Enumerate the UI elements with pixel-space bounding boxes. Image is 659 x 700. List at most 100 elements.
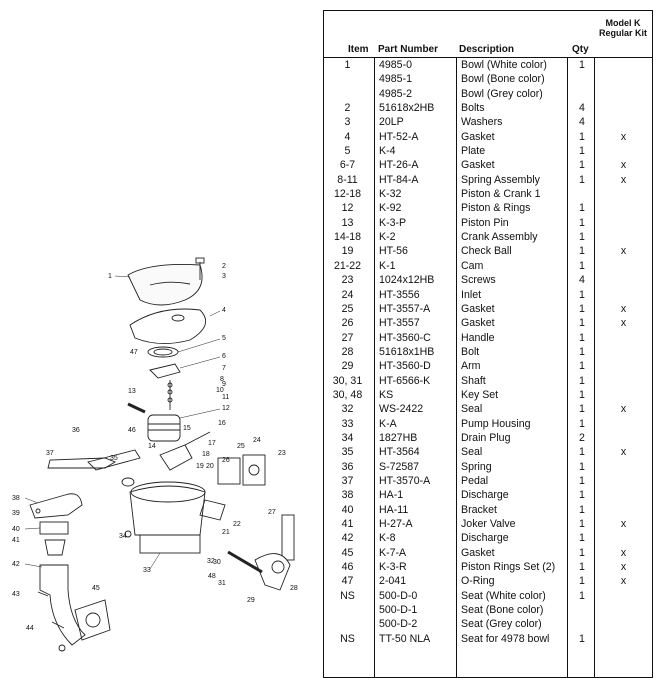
cell-qty: 1 xyxy=(579,546,585,559)
cell-item: 12 xyxy=(341,202,354,215)
cell-qty: 1 xyxy=(579,388,585,401)
cell-part-number: S-72587 xyxy=(379,460,420,473)
cell-part-number: KS xyxy=(379,388,394,401)
cell-qty: 1 xyxy=(579,589,585,602)
cell-part-number: 4985-2 xyxy=(379,87,412,100)
callout-43: 43 xyxy=(12,591,20,598)
cell-kit: x xyxy=(620,130,627,143)
callout-17: 17 xyxy=(208,440,216,447)
cell-item: 28 xyxy=(341,345,354,358)
cell-part-number: 1024x12HB xyxy=(379,274,435,287)
cell-part-number: HT-3557-A xyxy=(379,302,431,315)
cell-part-number: TT-50 NLA xyxy=(379,632,431,645)
cell-part-number: K-4 xyxy=(379,145,396,158)
cell-description: Arm xyxy=(461,360,481,373)
exploded-parts-diagram: 1 2 3 4 5 47 6 7 8 9 10 11 12 13 46 14 1… xyxy=(12,257,298,652)
cell-description: Piston Rings Set (2) xyxy=(461,561,556,574)
cell-description: Check Ball xyxy=(461,245,512,258)
cell-part-number: HA-1 xyxy=(379,489,404,502)
cell-item: 1 xyxy=(344,59,351,71)
cell-qty: 1 xyxy=(579,159,585,172)
cell-description: Gasket xyxy=(461,130,495,143)
cell-description: Pedal xyxy=(461,474,489,487)
callout-1: 1 xyxy=(108,273,112,280)
cell-part-number: 4985-0 xyxy=(379,59,412,71)
cell-part-number: K-1 xyxy=(379,259,396,272)
cell-description: Gasket xyxy=(461,546,495,559)
cell-description: Screws xyxy=(461,274,496,287)
cell-qty: 1 xyxy=(579,460,585,473)
cell-item: 13 xyxy=(341,216,354,229)
cell-kit: x xyxy=(620,159,627,172)
cell-part-number: H-27-A xyxy=(379,518,413,530)
cell-part-number: HT-6566-K xyxy=(379,374,431,387)
cell-part-number: K-32 xyxy=(379,188,402,201)
callout-5: 5 xyxy=(222,335,226,342)
cell-description: Drain Plug xyxy=(461,431,511,444)
cell-item: 36 xyxy=(341,460,354,473)
cell-item: NS xyxy=(340,632,355,645)
cell-part-number: HT-84-A xyxy=(379,173,419,186)
callout-40: 40 xyxy=(12,526,20,533)
cell-qty: 2 xyxy=(579,431,585,444)
cell-kit: x xyxy=(620,518,627,530)
callout-31: 31 xyxy=(218,580,226,587)
callout-44: 44 xyxy=(26,625,34,632)
cell-part-number: K-92 xyxy=(379,202,402,215)
cell-part-number: HA-11 xyxy=(379,503,409,516)
cell-item: 29 xyxy=(341,360,354,373)
cell-qty: 1 xyxy=(579,202,585,215)
cell-qty: 1 xyxy=(579,446,585,459)
cell-description: Joker Valve xyxy=(461,518,516,530)
cell-description: Piston Pin xyxy=(461,216,509,229)
cell-part-number: K-3-R xyxy=(379,561,407,574)
cell-description: Piston & Rings xyxy=(461,202,531,215)
cell-description: Seat (Grey color) xyxy=(461,618,542,631)
callout-3: 3 xyxy=(222,273,226,280)
cell-item: 26 xyxy=(341,317,354,330)
cell-item: 32 xyxy=(341,403,354,416)
cell-qty: 4 xyxy=(579,274,585,287)
cell-qty: 1 xyxy=(579,503,585,516)
cell-part-number: HT-3557 xyxy=(379,317,420,330)
header-part-number: Part Number xyxy=(378,44,439,55)
callout-48: 48 xyxy=(208,573,216,580)
cell-qty: 1 xyxy=(579,374,585,387)
callout-37: 37 xyxy=(46,450,54,457)
cell-description: Handle xyxy=(461,331,495,344)
cell-description: Seat (White color) xyxy=(461,589,546,602)
cell-description: Discharge xyxy=(461,532,509,545)
cell-kit: x xyxy=(620,317,627,330)
cell-part-number: HT-3560-D xyxy=(379,360,431,373)
cell-qty: 1 xyxy=(579,417,585,430)
diagram-callouts: 1 2 3 4 5 47 6 7 8 9 10 11 12 13 46 14 1… xyxy=(12,263,298,632)
header-kit: Model K Regular Kit xyxy=(598,18,647,38)
cell-qty: 1 xyxy=(579,317,585,330)
diagram-drawing xyxy=(29,257,295,652)
cell-part-number: K-7-A xyxy=(379,546,407,559)
cell-part-number: 1827HB xyxy=(379,431,418,444)
cell-kit: x xyxy=(620,302,627,315)
cell-part-number: HT-3560-C xyxy=(379,331,431,344)
cell-description: Spring Assembly xyxy=(461,173,540,186)
callout-28: 28 xyxy=(290,585,298,592)
cell-description: Piston & Crank 1 xyxy=(461,188,541,201)
cell-qty: 1 xyxy=(579,216,585,229)
callout-45: 45 xyxy=(92,585,100,592)
callout-34: 34 xyxy=(119,533,127,540)
cell-kit: x xyxy=(620,546,627,559)
cell-part-number: 2-041 xyxy=(379,575,407,588)
